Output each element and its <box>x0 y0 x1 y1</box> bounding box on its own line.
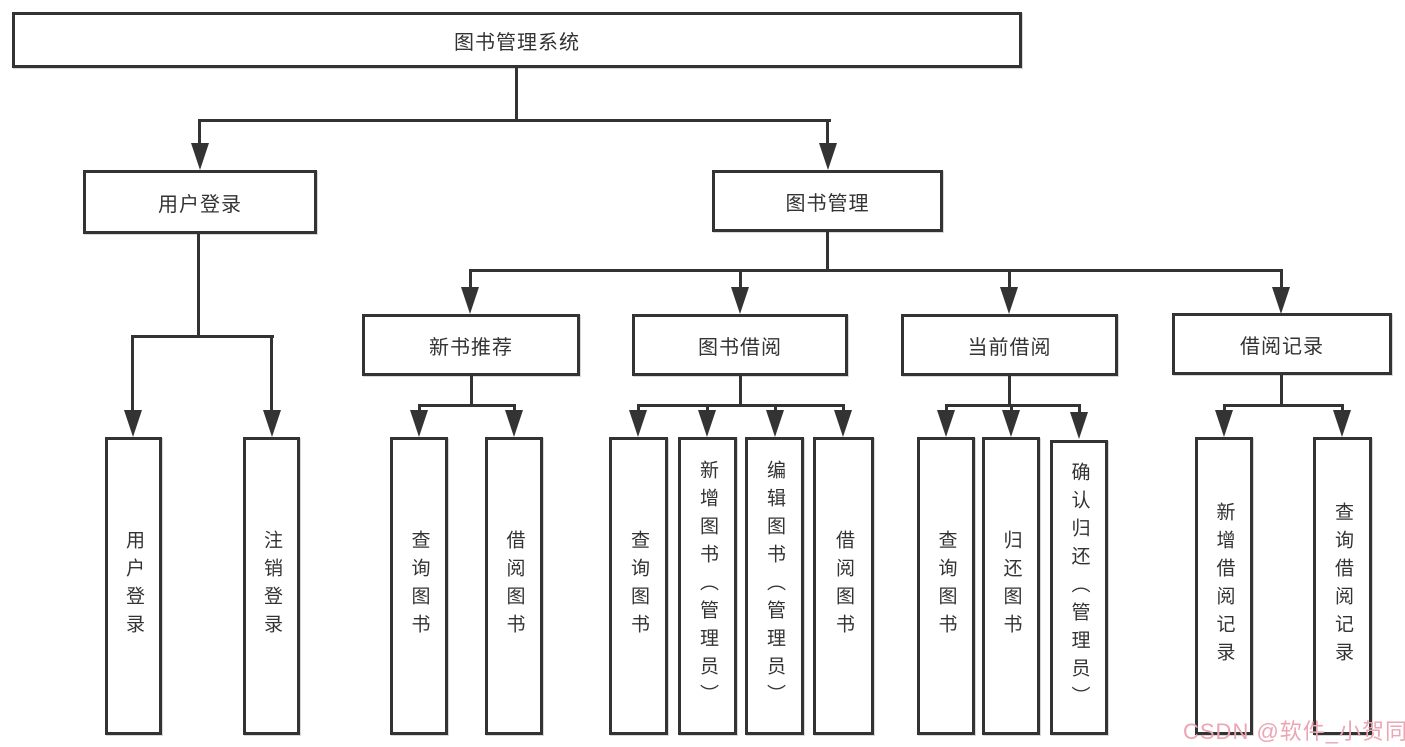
connector <box>513 404 516 413</box>
leaf-edit-books-admin: 编辑图书（管理员） <box>745 437 804 735</box>
connector <box>1010 404 1013 413</box>
node-library-system: 图书管理系统 <box>12 12 1022 68</box>
node-new-book-recommend: 新书推荐 <box>362 314 580 376</box>
connector <box>945 404 1081 407</box>
connector <box>637 404 845 407</box>
connector <box>131 335 134 412</box>
csdn-watermark: CSDN @软件_小贺同学 <box>1183 719 1405 744</box>
arrowhead <box>834 410 852 437</box>
node-borrow-records: 借阅记录 <box>1172 313 1392 375</box>
arrowhead <box>698 410 716 437</box>
node-user-login: 用户登录 <box>83 170 317 234</box>
arrowhead <box>124 410 142 437</box>
connector <box>706 404 709 413</box>
connector <box>945 404 948 413</box>
arrowhead <box>1215 410 1233 437</box>
connector <box>1223 404 1344 407</box>
connector <box>1008 376 1011 407</box>
arrowhead <box>629 410 647 437</box>
leaf-borrow-books-recommend: 借阅图书 <box>485 437 543 735</box>
arrowhead <box>1333 410 1351 437</box>
leaf-query-books-borrowing: 查询图书 <box>609 437 668 735</box>
arrowhead <box>505 410 523 437</box>
connector <box>197 234 200 338</box>
connector <box>826 232 829 272</box>
leaf-confirm-return-admin: 确认归还（管理员） <box>1050 440 1108 735</box>
connector <box>1223 404 1226 413</box>
arrowhead <box>819 143 837 170</box>
node-current-borrowing: 当前借阅 <box>901 314 1118 376</box>
connector <box>774 404 777 413</box>
connector <box>469 269 1283 272</box>
leaf-query-borrow-record: 查询借阅记录 <box>1313 437 1372 735</box>
arrowhead <box>1002 410 1020 437</box>
arrowhead <box>766 410 784 437</box>
connector <box>270 335 273 412</box>
leaf-add-borrow-record: 新增借阅记录 <box>1195 437 1253 735</box>
leaf-query-books-recommend: 查询图书 <box>390 437 448 735</box>
connector <box>198 119 201 145</box>
arrowhead <box>461 287 479 314</box>
connector <box>1280 269 1283 289</box>
leaf-logout: 注销登录 <box>243 437 300 735</box>
leaf-return-books: 归还图书 <box>982 437 1040 735</box>
leaf-user-login: 用户登录 <box>105 437 162 735</box>
arrowhead <box>1000 287 1018 314</box>
node-book-management: 图书管理 <box>712 170 943 232</box>
connector <box>132 335 274 338</box>
connector <box>1008 269 1011 289</box>
connector <box>826 119 829 145</box>
connector <box>739 269 742 289</box>
leaf-borrow-books: 借阅图书 <box>813 437 874 735</box>
arrowhead <box>1070 412 1088 439</box>
connector <box>418 404 421 413</box>
connector <box>1078 404 1081 413</box>
connector <box>637 404 640 413</box>
arrowhead <box>410 410 428 437</box>
connector <box>469 269 472 289</box>
arrowhead <box>263 410 281 437</box>
leaf-add-books-admin: 新增图书（管理员） <box>678 437 737 735</box>
arrowhead <box>937 410 955 437</box>
leaf-query-books-current: 查询图书 <box>917 437 975 735</box>
connector <box>1280 375 1283 407</box>
connector <box>418 404 516 407</box>
node-book-borrowing: 图书借阅 <box>632 314 848 376</box>
connector <box>739 376 742 407</box>
connector <box>515 68 518 122</box>
arrowhead <box>191 143 209 170</box>
connector <box>1341 404 1344 413</box>
connector <box>842 404 845 413</box>
arrowhead <box>1272 287 1290 314</box>
connector <box>470 376 473 407</box>
connector <box>198 119 831 122</box>
arrowhead <box>731 287 749 314</box>
